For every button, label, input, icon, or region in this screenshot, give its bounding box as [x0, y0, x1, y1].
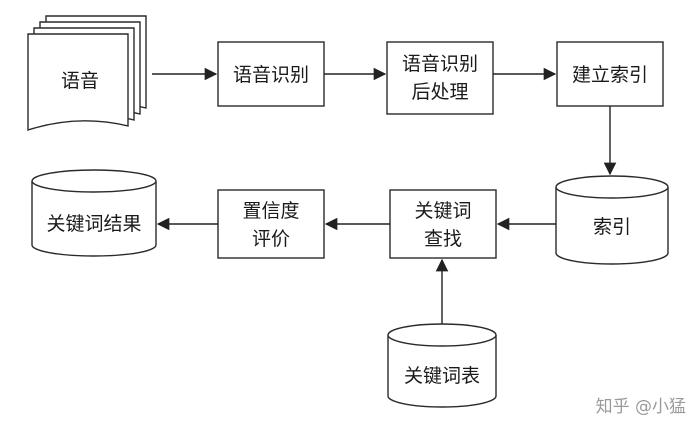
index-label: 索引	[593, 216, 631, 238]
keyword-search-label-line1: 关键词	[414, 200, 471, 222]
asr-postprocess-node: 语音识别 后处理	[386, 41, 494, 115]
asr-post-label-line1: 语音识别	[402, 53, 478, 75]
confidence-label-line2: 评价	[252, 228, 290, 250]
keyword-table-label: 关键词表	[404, 365, 480, 387]
asr-label: 语音识别	[233, 64, 309, 86]
index-database-node: 索引	[555, 175, 669, 265]
asr-post-label-line2: 后处理	[411, 81, 468, 103]
confidence-evaluation-node: 置信度 评价	[217, 189, 325, 259]
keyword-search-label-line2: 查找	[424, 228, 462, 250]
keyword-result-database-node: 关键词结果	[31, 169, 157, 257]
speech-document-node: 语音	[27, 15, 147, 131]
keyword-search-node: 关键词 查找	[389, 189, 497, 259]
build-index-label: 建立索引	[572, 64, 648, 86]
build-index-node: 建立索引	[556, 41, 664, 107]
confidence-label-line1: 置信度	[242, 200, 299, 222]
asr-node: 语音识别	[217, 41, 325, 107]
speech-label: 语音	[61, 70, 99, 92]
keyword-table-database-node: 关键词表	[387, 323, 497, 408]
watermark: 知乎 @小猛	[595, 397, 686, 417]
keyword-result-label: 关键词结果	[46, 213, 141, 235]
